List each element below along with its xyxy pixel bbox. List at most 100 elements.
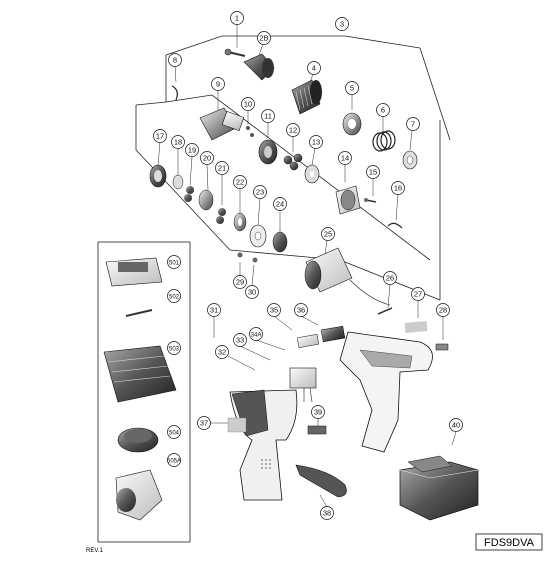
- callout-6: 6: [376, 103, 390, 117]
- callout-16: 16: [391, 181, 405, 195]
- part-12-planet-gears: [283, 153, 303, 171]
- callout-circle: [233, 275, 247, 289]
- part-19-gears: [184, 186, 194, 202]
- callout-circle: [273, 197, 287, 211]
- callout-39: 39: [311, 405, 325, 419]
- part-4-clutch-dial: [291, 79, 322, 115]
- callout-number: 36: [297, 306, 305, 315]
- part-24-gear: [272, 231, 288, 253]
- callout-9: 9: [211, 77, 225, 91]
- part-15-screw: [364, 198, 377, 203]
- part-503-case: [103, 345, 177, 403]
- part-36-switch: [320, 325, 346, 343]
- accessory-box: [97, 241, 191, 543]
- part-27-label: [404, 321, 428, 333]
- part-11-ring-gear: [258, 139, 278, 165]
- callout-circle: [307, 61, 321, 75]
- callout-38: 38: [320, 506, 334, 520]
- part-32-switch-block: [289, 367, 317, 403]
- callout-circle: [171, 135, 185, 149]
- part-21-gears: [216, 208, 226, 224]
- callout-number: 23: [256, 188, 264, 197]
- part-17-ring-gear: [149, 164, 167, 188]
- callout-number: 27: [414, 290, 422, 299]
- callout-circle: [167, 289, 181, 303]
- callout-501: 501: [167, 255, 181, 269]
- callout-circle: [335, 17, 349, 31]
- callout-number: 34A: [251, 333, 262, 339]
- callout-2b: 2B: [257, 31, 271, 45]
- callout-number: 28: [439, 306, 447, 315]
- part-2b-chuck: [243, 53, 275, 81]
- callout-10: 10: [241, 97, 255, 111]
- callout-number: 12: [289, 126, 297, 135]
- callout-number: 29: [236, 278, 244, 287]
- callout-33: 33: [233, 333, 247, 347]
- callout-circle: [230, 11, 244, 25]
- model-box: FDS9DVA: [475, 533, 543, 551]
- part-5-ring: [342, 112, 362, 136]
- callout-circle: [311, 405, 325, 419]
- part-26-screw: [377, 307, 393, 315]
- callout-circle: [411, 287, 425, 301]
- callout-circle: [167, 341, 181, 355]
- callout-number: 35: [270, 306, 278, 315]
- callout-number: 17: [156, 132, 164, 141]
- callout-number: 503: [169, 347, 180, 353]
- callout-circle: [233, 175, 247, 189]
- callout-3: 3: [335, 17, 349, 31]
- callout-number: 11: [264, 112, 272, 121]
- part-14-gear-case: [335, 185, 361, 215]
- callout-number: 32: [218, 348, 226, 357]
- callout-circle: [200, 151, 214, 165]
- revision-label: REV.1: [86, 548, 103, 554]
- callout-number: 8: [173, 56, 177, 65]
- callout-circle: [261, 109, 275, 123]
- callout-number: 31: [210, 306, 218, 315]
- callout-circle: [197, 416, 211, 430]
- callout-circle: [245, 285, 259, 299]
- callout-circle: [167, 255, 181, 269]
- part-39-switch-piece: [307, 425, 327, 435]
- callout-number: 5: [350, 84, 354, 93]
- part-23-plate: [249, 224, 267, 248]
- callout-circle: [436, 303, 450, 317]
- callout-number: 30: [248, 288, 256, 297]
- part-35-switch: [296, 334, 320, 348]
- callout-number: 14: [341, 154, 349, 163]
- part-25-motor: [304, 247, 391, 306]
- callout-502: 502: [167, 289, 181, 303]
- callout-503: 503: [167, 341, 181, 355]
- callout-circle: [345, 81, 359, 95]
- callout-circle: [338, 151, 352, 165]
- callout-4: 4: [307, 61, 321, 75]
- callout-number: 501: [169, 261, 180, 267]
- callout-circle: [406, 117, 420, 131]
- callout-18: 18: [171, 135, 185, 149]
- callout-circle: [211, 77, 225, 91]
- callout-circle: [167, 425, 181, 439]
- callout-27: 27: [411, 287, 425, 301]
- callout-number: 26: [386, 274, 394, 283]
- part-9-spindle: [199, 107, 245, 141]
- callout-circle: [449, 418, 463, 432]
- callout-circle: [286, 123, 300, 137]
- part-505a-angle-attachment: [115, 469, 163, 521]
- part-37-label: [227, 417, 247, 433]
- callout-number: 505A: [167, 459, 181, 465]
- callout-circle: [185, 143, 199, 157]
- callout-circle: [207, 303, 221, 317]
- callout-number: 13: [312, 138, 320, 147]
- callout-number: 18: [174, 138, 182, 147]
- callout-35: 35: [267, 303, 281, 317]
- part-504-bit-holder: [117, 427, 159, 453]
- callout-28: 28: [436, 303, 450, 317]
- callout-number: 20: [203, 154, 211, 163]
- part-18-washer: [172, 174, 184, 190]
- callout-labels: 12B3456789101112131415161718192021222324…: [153, 11, 463, 520]
- callout-32: 32: [215, 345, 229, 359]
- callout-number: 25: [324, 230, 332, 239]
- part-38-strap: [295, 464, 347, 498]
- callout-number: 21: [218, 164, 226, 173]
